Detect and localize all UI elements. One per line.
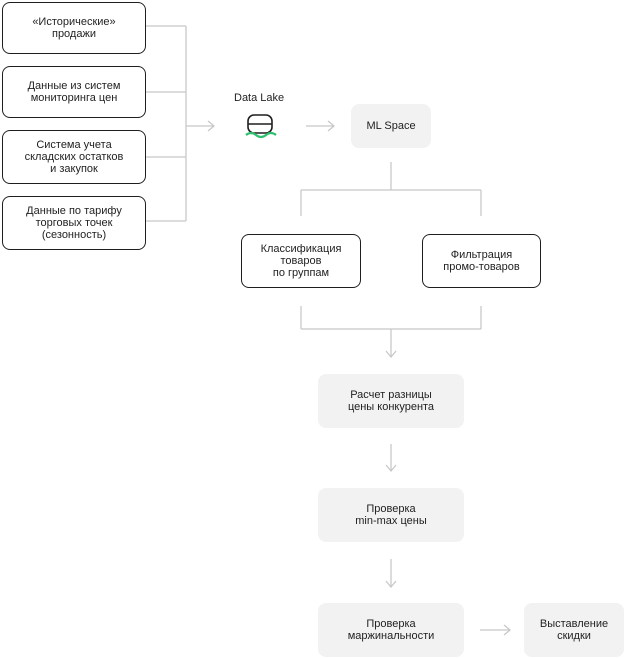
source-tariff-data-text: Данные по тарифу торговых точек (сезонно… (26, 205, 122, 241)
source-historical-sales-text: «Исторические» продажи (32, 16, 116, 40)
source-tariff-data: Данные по тарифу торговых точек (сезонно… (2, 196, 146, 250)
minmax-check-text: Проверка min-max цены (355, 503, 427, 527)
competitor-price-node: Расчет разницы цены конкурента (318, 374, 464, 428)
promo-filter-text: Фильтрация промо-товаров (443, 249, 520, 273)
margin-check-node: Проверка маржинальности (318, 603, 464, 657)
source-historical-sales: «Исторические» продажи (2, 2, 146, 54)
set-discount-node: Выставление скидки (524, 603, 624, 657)
classification-text: Классификация товаров по группам (260, 243, 342, 279)
source-price-monitoring: Данные из систем мониторинга цен (2, 66, 146, 118)
source-price-monitoring-text: Данные из систем мониторинга цен (27, 80, 121, 104)
margin-check-text: Проверка маржинальности (347, 618, 435, 642)
competitor-price-text: Расчет разницы цены конкурента (347, 389, 435, 413)
source-warehouse-system-text: Система учета складских остатков и закуп… (24, 139, 124, 175)
ml-space-text: ML Space (366, 120, 416, 132)
classification-node: Классификация товаров по группам (241, 234, 361, 288)
minmax-check-node: Проверка min-max цены (318, 488, 464, 542)
set-discount-text: Выставление скидки (539, 618, 609, 642)
data-lake-label: Data Lake (234, 92, 285, 104)
source-warehouse-system: Система учета складских остатков и закуп… (2, 130, 146, 184)
promo-filter-node: Фильтрация промо-товаров (422, 234, 541, 288)
database-icon (245, 114, 277, 139)
ml-space-node: ML Space (351, 104, 431, 148)
